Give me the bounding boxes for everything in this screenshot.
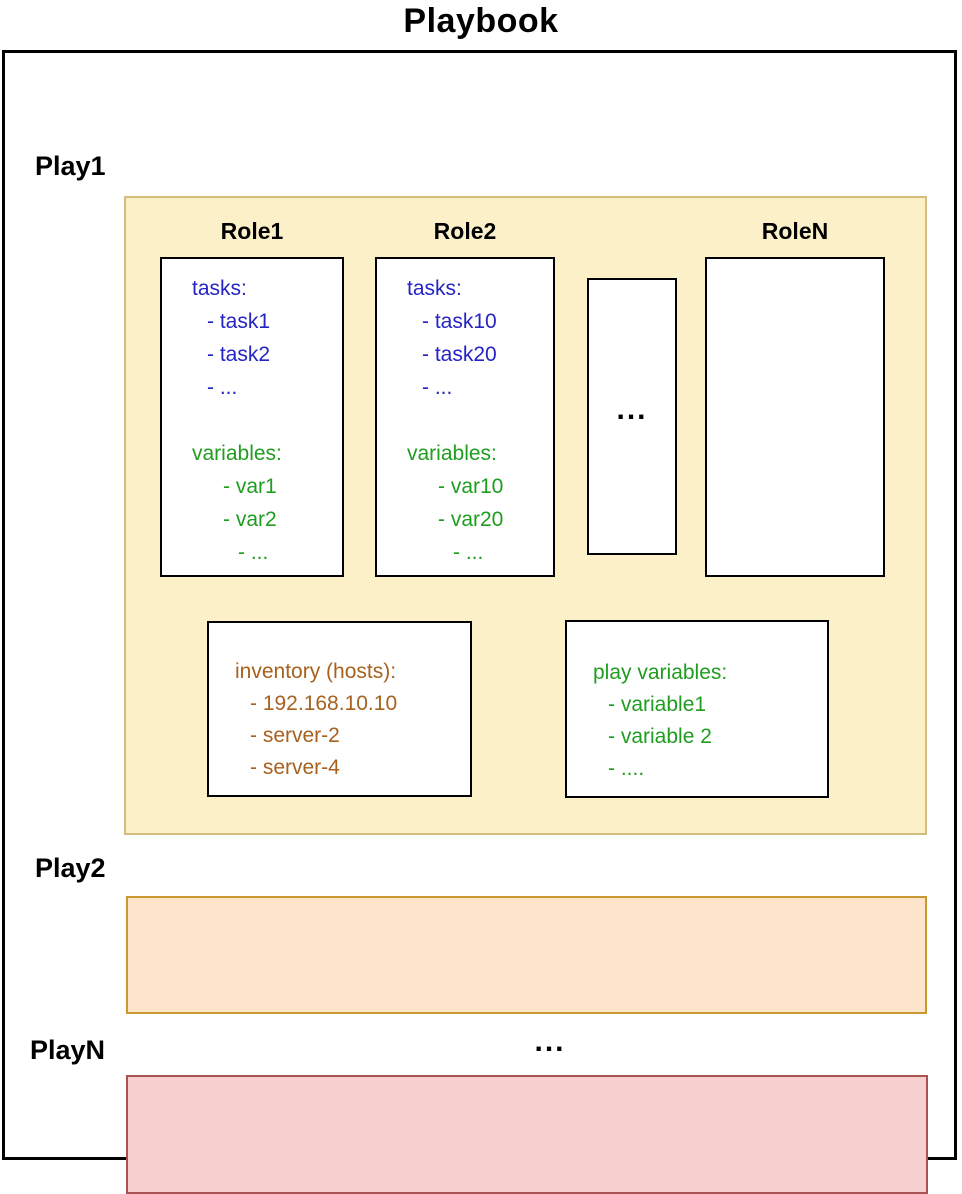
playn-box xyxy=(126,1075,928,1194)
text-line: - task20 xyxy=(422,343,497,366)
text-line: - var20 xyxy=(438,508,504,531)
rolen-header: RoleN xyxy=(761,218,829,244)
text-line: - ... xyxy=(238,541,269,564)
text-line: - 192.168.10.10 xyxy=(250,692,398,715)
text-line: - ... xyxy=(422,376,453,399)
play2-box xyxy=(126,896,927,1014)
plays-ellipsis-text: ... xyxy=(534,1025,566,1058)
text-line xyxy=(407,404,553,437)
text-line: - variable1 xyxy=(608,693,707,716)
text-line: - var1 xyxy=(223,475,277,498)
text-line: - task1 xyxy=(207,310,271,333)
play1-box: Role1 Role2 RoleN tasks: - task1 - task2 - … xyxy=(124,196,927,835)
role1-header: Role1 xyxy=(220,218,284,244)
text-line: variables: xyxy=(192,442,282,465)
text-line: - server-4 xyxy=(250,756,340,779)
text-line: tasks: xyxy=(192,277,247,300)
playbook-container: Play1 Role1 Role2 RoleN tasks: - task1 - t… xyxy=(2,50,957,1194)
text-line: - server-2 xyxy=(250,724,340,747)
text-line: inventory (hosts): xyxy=(235,660,397,683)
inventory-box: inventory (hosts): - 192.168.10.10 - serve… xyxy=(207,621,472,797)
role2-box: tasks: - task10 - task20 - ... variables: - … xyxy=(375,257,555,577)
text-line: - task10 xyxy=(422,310,497,333)
play2-label: Play2 xyxy=(35,853,106,883)
text-line: - ... xyxy=(207,376,238,399)
roles-ellipsis-box: ... xyxy=(587,278,677,555)
roles-ellipsis-text: ... xyxy=(616,392,648,426)
playn-label: PlayN xyxy=(30,1035,106,1065)
play-variables-box: play variables: - variable1 - variable 2 - … xyxy=(565,620,829,798)
role2-header: Role2 xyxy=(433,218,497,244)
playbook-title: Playbook xyxy=(403,2,559,40)
rolen-box xyxy=(705,257,885,577)
text-line: play variables: xyxy=(593,661,728,684)
text-line: tasks: xyxy=(407,277,462,300)
text-line: - variable 2 xyxy=(608,725,712,748)
text-line: - var2 xyxy=(223,508,277,531)
text-line: - ... xyxy=(453,541,484,564)
text-line: - task2 xyxy=(207,343,271,366)
text-line: variables: xyxy=(407,442,497,465)
text-line xyxy=(192,404,342,437)
text-line: - var10 xyxy=(438,475,504,498)
role1-box: tasks: - task1 - task2 - ... variables: - va… xyxy=(160,257,344,577)
play1-label: Play1 xyxy=(35,151,106,181)
text-line: - .... xyxy=(608,757,645,780)
